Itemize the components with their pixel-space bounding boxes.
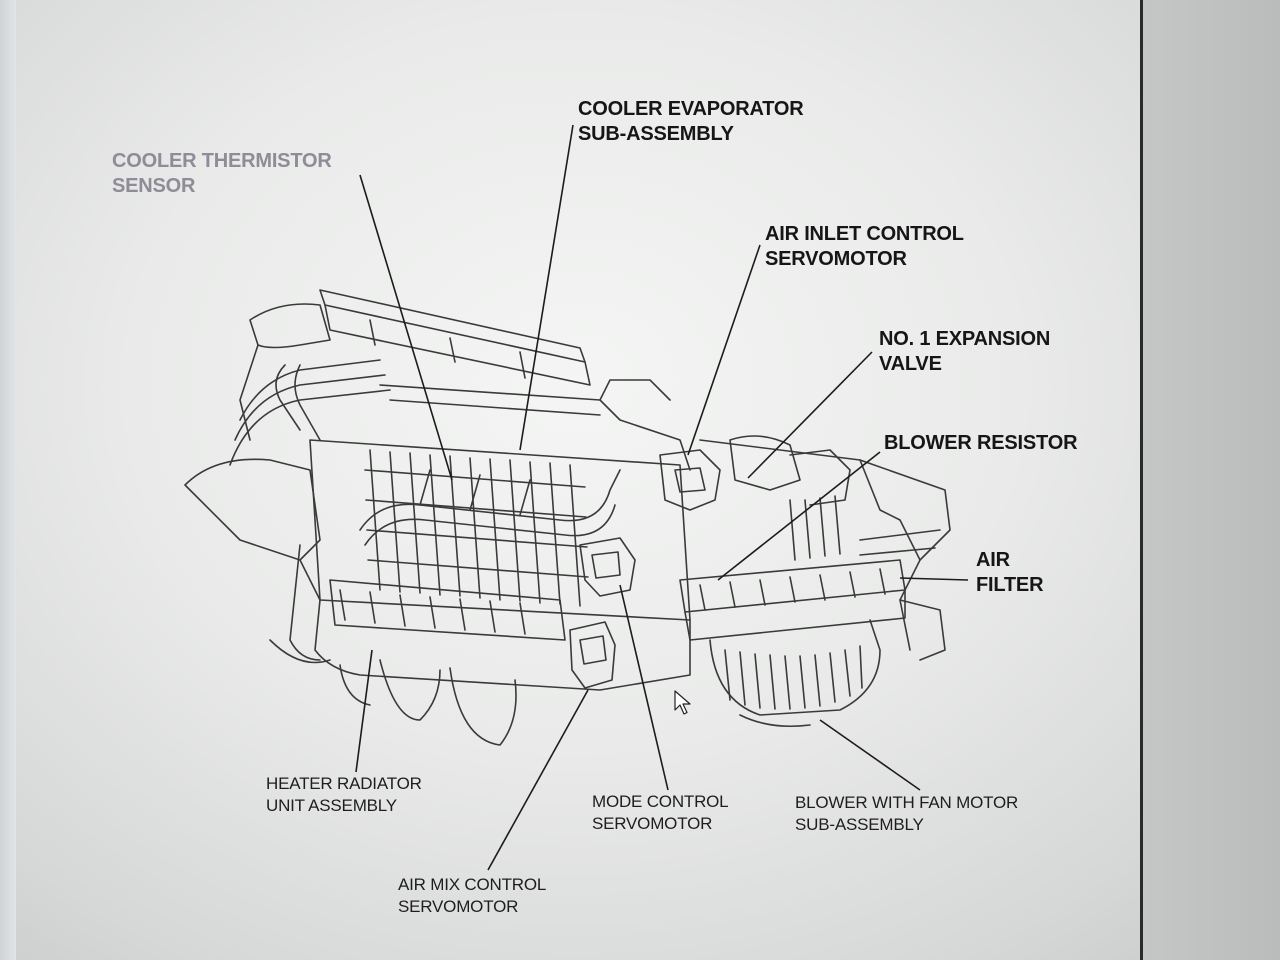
label-cooler-evaporator: COOLER EVAPORATOR SUB-ASSEMBLY [578, 98, 804, 145]
leader-cooler-evaporator [519, 124, 574, 451]
page-right-border [1140, 0, 1143, 960]
leader-lines [355, 124, 969, 871]
leader-blower-fan [819, 719, 921, 791]
hvac-unit-outline [184, 289, 951, 746]
label-heater-radiator-unit: HEATER RADIATOR UNIT ASSEMBLY [266, 774, 422, 815]
leader-air-inlet [687, 244, 761, 456]
label-blower-fan-motor: BLOWER WITH FAN MOTOR SUB-ASSEMBLY [795, 793, 1019, 834]
leader-mode-control [619, 584, 669, 791]
screen-left-edge [0, 0, 16, 960]
screen-right-margin [1143, 0, 1280, 960]
mouse-pointer-icon [674, 690, 691, 715]
leader-expansion-valve [747, 351, 873, 479]
leader-air-mix [487, 689, 589, 871]
leader-heater-radiator [355, 649, 373, 773]
leader-blower-resistor [717, 451, 881, 581]
label-air-mix-control-servomotor: AIR MIX CONTROL SERVOMOTOR [398, 875, 547, 916]
leader-cooler-thermistor [359, 174, 453, 481]
label-cooler-thermistor-sensor: COOLER THERMISTOR SENSOR [112, 150, 332, 197]
label-mode-control-servomotor: MODE CONTROL SERVOMOTOR [592, 792, 729, 833]
label-air-filter: AIR FILTER [976, 549, 1044, 596]
hvac-unit-illustration [184, 124, 969, 871]
label-no1-expansion-valve: NO. 1 EXPANSION VALVE [879, 328, 1051, 375]
label-blower-resistor: BLOWER RESISTOR [884, 432, 1078, 454]
leader-air-filter [899, 577, 969, 581]
label-air-inlet-control-servomotor: AIR INLET CONTROL SERVOMOTOR [765, 223, 964, 270]
